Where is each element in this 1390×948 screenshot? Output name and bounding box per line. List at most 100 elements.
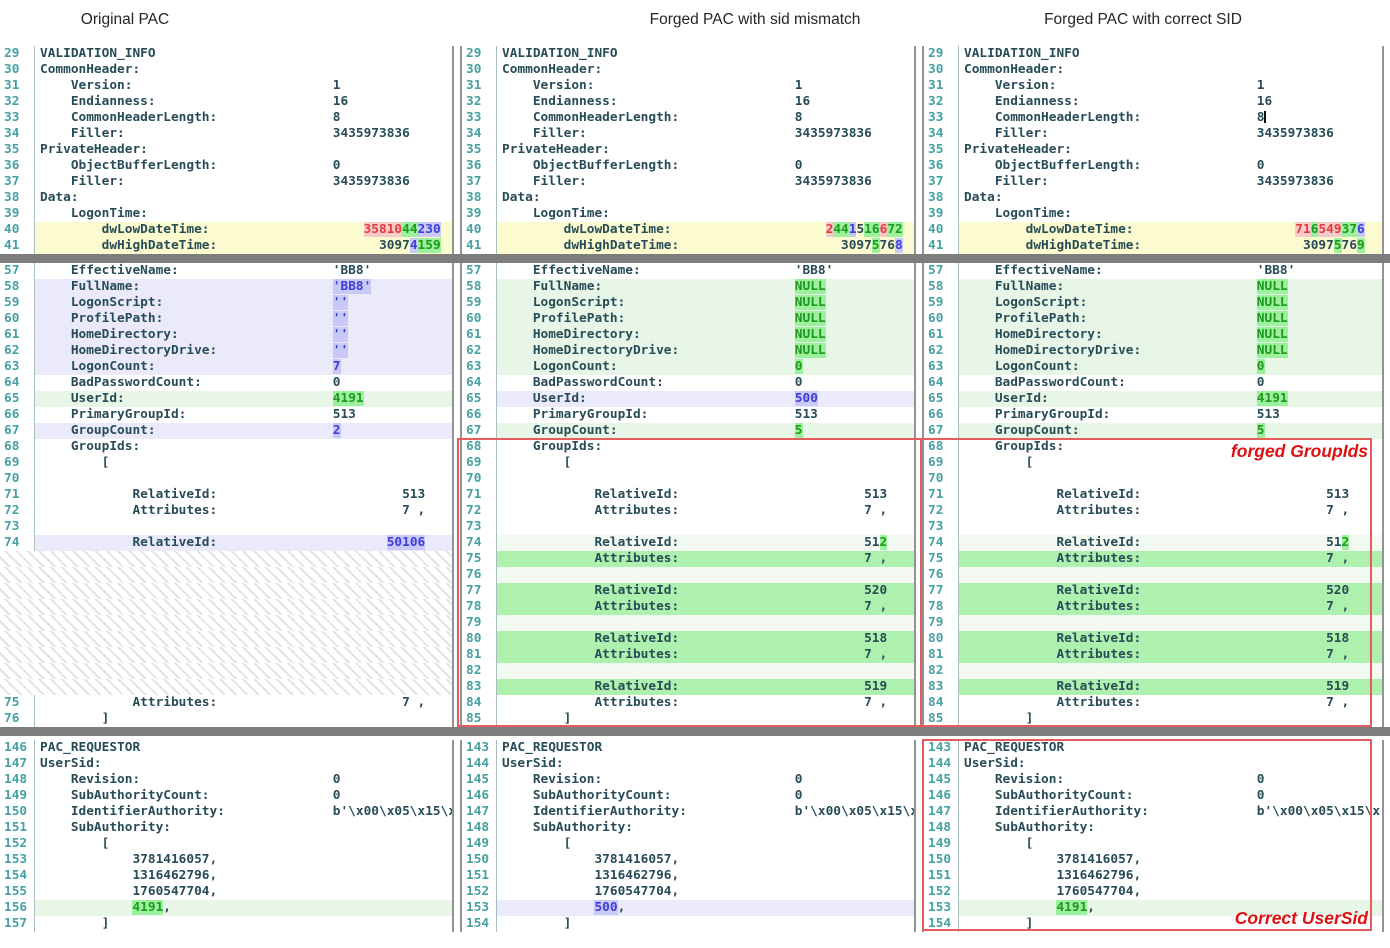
code-line: 31 Version: 1	[0, 78, 452, 94]
line-number: 154	[462, 916, 497, 932]
column-separator	[914, 263, 924, 727]
diff-highlight: 4	[409, 238, 418, 253]
line-number: 60	[924, 311, 959, 327]
code-text: RelativeId: 513	[964, 487, 1350, 502]
code-text: RelativeId: 518	[959, 631, 1382, 647]
line-number: 145	[924, 772, 959, 788]
code-line: 36 ObjectBufferLength: 0	[924, 158, 1382, 174]
diff-highlight: ''	[332, 295, 349, 310]
diff-highlight: 5	[1333, 238, 1342, 253]
code-line: 80 RelativeId: 518	[924, 631, 1382, 647]
line-number: 152	[924, 884, 959, 900]
code-line: 152 [	[0, 836, 452, 852]
code-text: Attributes: 7 ,	[497, 551, 914, 567]
code-line: 68 GroupIds:	[924, 439, 1382, 455]
code-line: 154 ]	[924, 916, 1382, 932]
line-number: 39	[462, 206, 497, 222]
code-text: SubAuthorityCount: 0	[964, 788, 1265, 803]
code-text: BadPasswordCount: 0	[502, 375, 803, 390]
line-number: 38	[0, 190, 35, 206]
code-text	[959, 663, 1382, 679]
code-line: 84 Attributes: 7 ,	[462, 695, 914, 711]
line-number: 40	[462, 222, 497, 238]
code-line: 60 ProfilePath: ''	[0, 311, 452, 327]
code-text: ]	[502, 711, 572, 726]
code-text: PAC_REQUESTOR	[40, 740, 141, 755]
code-text: RelativeId: 512	[497, 535, 914, 551]
code-line: 83 RelativeId: 519	[924, 679, 1382, 695]
code-line: 64 BadPasswordCount: 0	[0, 375, 452, 391]
code-line: 61 HomeDirectory: NULL	[462, 327, 914, 343]
code-line: 66 PrimaryGroupId: 513	[0, 407, 452, 423]
line-number: 75	[0, 695, 35, 711]
line-number: 147	[462, 804, 497, 820]
line-number: 69	[462, 455, 497, 471]
band-logon-info: 57 EffectiveName: 'BB8'58 FullName: 'BB8…	[0, 263, 1390, 727]
line-number: 34	[0, 126, 35, 142]
line-number: 153	[0, 852, 35, 868]
code-text: dwLowDateTime: 3581044230	[35, 222, 452, 238]
diff-highlight: 6	[1310, 222, 1319, 237]
code-line: 72 Attributes: 7 ,	[0, 503, 452, 519]
line-number: 71	[462, 487, 497, 503]
line-number: 31	[0, 78, 35, 94]
code-text: RelativeId: 519	[959, 679, 1382, 695]
code-text: [	[964, 836, 1034, 851]
diff-highlight: ''	[332, 311, 349, 326]
line-number: 66	[924, 407, 959, 423]
line-number: 146	[924, 788, 959, 804]
code-text: ]	[40, 916, 110, 931]
code-line: 80 RelativeId: 518	[462, 631, 914, 647]
code-text: PAC_REQUESTOR	[964, 740, 1065, 755]
code-text: LogonScript: NULL	[497, 295, 914, 311]
code-line: 147 IdentifierAuthority: b'\x00\x05\x15\…	[924, 804, 1382, 820]
code-line: 152 1760547704,	[462, 884, 914, 900]
code-text: 3781416057,	[40, 852, 218, 867]
code-text: RelativeId: 520	[959, 583, 1382, 599]
line-number: 81	[924, 647, 959, 663]
column-separator	[452, 263, 462, 727]
code-text: FullName: 'BB8'	[35, 279, 452, 295]
diff-highlight: 44	[833, 222, 849, 237]
line-number: 68	[924, 439, 959, 455]
code-line: 151 1316462796,	[462, 868, 914, 884]
code-text: Data:	[502, 190, 541, 205]
code-line: 75 Attributes: 7 ,	[924, 551, 1382, 567]
line-number: 29	[462, 46, 497, 62]
diff-highlight: 500	[794, 391, 818, 406]
code-line: 37 Filler: 3435973836	[924, 174, 1382, 190]
code-line: 34 Filler: 3435973836	[0, 126, 452, 142]
code-text: Attributes: 7 ,	[497, 599, 914, 615]
code-line: 148 SubAuthority:	[924, 820, 1382, 836]
code-text	[35, 519, 452, 535]
code-text: Attributes: 7 ,	[959, 551, 1382, 567]
code-text: Filler: 3435973836	[502, 174, 872, 189]
line-number: 74	[462, 535, 497, 551]
code-text: LogonScript: ''	[35, 295, 452, 311]
code-line: 72 Attributes: 7 ,	[462, 503, 914, 519]
line-number: 77	[924, 583, 959, 599]
code-text: LogonCount: 7	[35, 359, 452, 375]
code-text: Attributes: 7 ,	[959, 647, 1382, 663]
line-number: 71	[0, 487, 35, 503]
code-line: 82	[924, 663, 1382, 679]
section-divider	[0, 727, 1390, 736]
code-line: 151 1316462796,	[924, 868, 1382, 884]
code-line: 84 Attributes: 7 ,	[924, 695, 1382, 711]
code-text: 1316462796,	[964, 868, 1142, 883]
diff-highlight: NULL	[1256, 279, 1288, 294]
line-number: 76	[924, 567, 959, 583]
diff-highlight: ''	[332, 343, 349, 358]
line-number: 32	[924, 94, 959, 110]
code-line: 79	[924, 615, 1382, 631]
code-line: 82	[462, 663, 914, 679]
code-line: 145 Revision: 0	[924, 772, 1382, 788]
line-number: 36	[0, 158, 35, 174]
code-line: 39 LogonTime:	[0, 206, 452, 222]
code-text: RelativeId: 50106	[35, 535, 452, 551]
line-number: 74	[0, 535, 35, 551]
code-line: 74 RelativeId: 512	[924, 535, 1382, 551]
line-number: 83	[462, 679, 497, 695]
